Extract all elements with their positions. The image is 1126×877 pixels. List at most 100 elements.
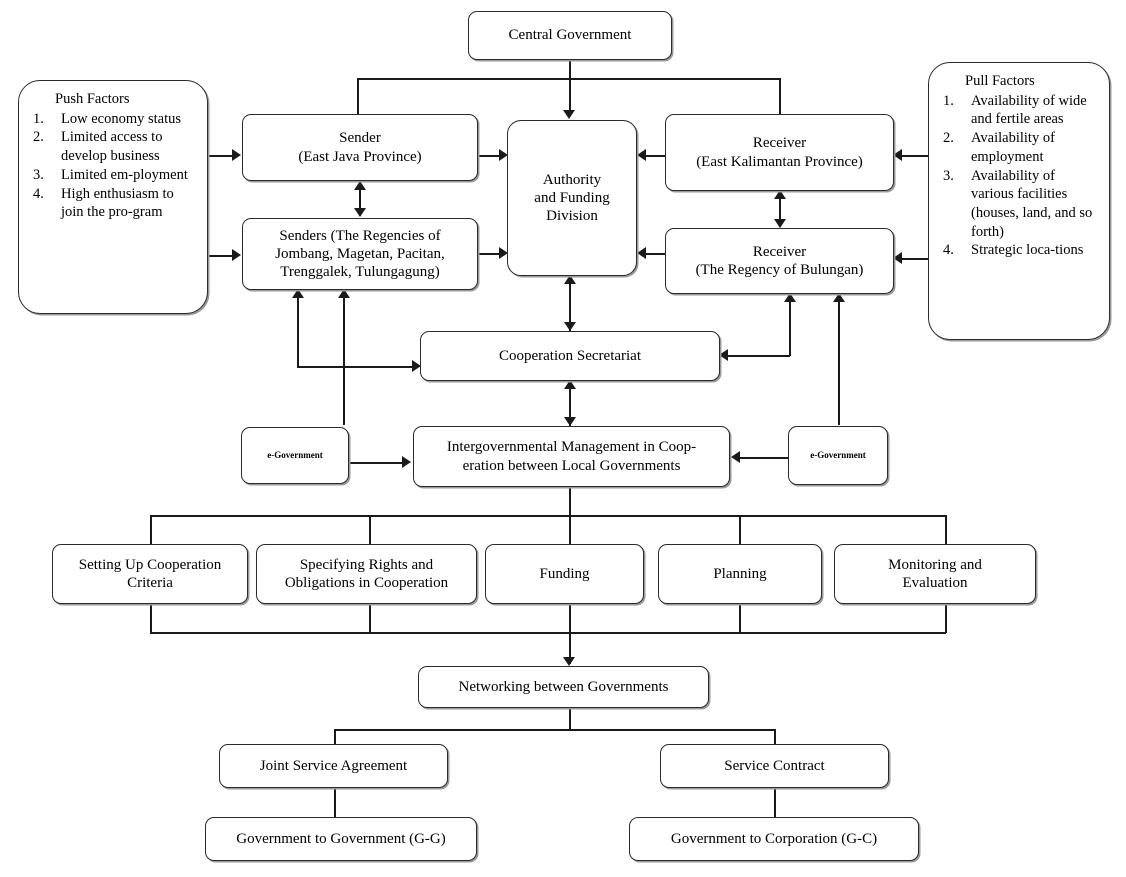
- node-senders-regencies-line3: Trenggalek, Tulungagung): [280, 264, 440, 281]
- pull-factor-number: 4.: [943, 242, 954, 259]
- node-function-funding: Funding: [485, 544, 644, 604]
- connector-to-sc: [774, 729, 776, 745]
- node-receiver-province-line2: (East Kalimantan Province): [696, 153, 863, 170]
- node-function-line1: Setting Up Cooperation: [78, 556, 222, 573]
- connector-to-networking: [569, 632, 571, 664]
- connector-igm-to-receiver-v: [838, 294, 840, 425]
- node-function-line1: Funding: [539, 565, 590, 582]
- connector-bus-to-sender: [357, 78, 359, 114]
- connector-func3-down: [569, 515, 571, 544]
- node-function-line1: Monitoring and: [888, 556, 982, 573]
- pull-factors-panel: Pull Factors 1.Availability of wide and …: [928, 62, 1110, 340]
- connector-egov-left-to-igm: [349, 462, 405, 464]
- node-central-government: Central Government: [468, 11, 672, 60]
- connector-authority-secretariat: [569, 276, 571, 332]
- connector-igm-to-senders-v: [343, 290, 345, 425]
- push-factor-number: 3.: [33, 166, 44, 183]
- node-function-line2: Evaluation: [902, 575, 968, 591]
- push-factor-item: 4. High enthusiasm to join the pro-gram: [27, 185, 199, 222]
- connector-secretariat-to-receiver-h: [726, 355, 790, 357]
- arrowhead-receiver-regency-to-authority: [637, 247, 646, 259]
- node-joint-service-agreement-label: Joint Service Agreement: [259, 757, 408, 774]
- connector-sc-to-g2c: [774, 788, 776, 817]
- connector-func2-up: [369, 603, 371, 633]
- connector-func3-up: [569, 603, 571, 633]
- node-g2g-label: Government to Government (G-G): [236, 830, 446, 847]
- push-factor-text: Low economy status: [61, 110, 182, 127]
- arrowhead-secretariat-to-senders: [292, 289, 304, 298]
- connector-pull-to-receiver-regency: [896, 258, 932, 260]
- pull-factor-item: 3.Availability of various facilities (ho…: [937, 167, 1101, 242]
- arrowhead-into-secretariat-right: [719, 349, 728, 361]
- connector-func2-down: [369, 515, 371, 544]
- arrowhead-pull-to-receiver-regency: [893, 252, 902, 264]
- arrowhead-igm-to-senders: [338, 289, 350, 298]
- push-factors-list: 1.Low economy status 2.Limited access to…: [27, 110, 199, 222]
- connector-central-down: [569, 60, 571, 79]
- node-function-line1: Specifying Rights and: [299, 556, 434, 573]
- node-authority-line2: and Funding: [534, 189, 610, 206]
- arrowhead-sender-up: [354, 181, 366, 190]
- node-joint-service-agreement: Joint Service Agreement: [219, 744, 448, 788]
- pull-factor-text: Availability of employment: [971, 130, 1055, 165]
- connector-secretariat-to-senders-v: [297, 290, 299, 368]
- push-factor-number: 4.: [33, 185, 44, 202]
- connector-secretariat-igm: [569, 381, 571, 427]
- pull-factor-number: 1.: [943, 92, 954, 109]
- connector-receiver-receiver-regency: [779, 191, 781, 227]
- node-egov-left: e-Government: [241, 427, 349, 484]
- arrowhead-into-secretariat-left: [412, 360, 421, 372]
- node-egov-right-label: e-Government: [810, 450, 866, 461]
- connector-igm-down: [569, 487, 571, 516]
- pull-factors-heading: Pull Factors: [965, 73, 1035, 89]
- node-service-contract: Service Contract: [660, 744, 889, 788]
- node-receiver-regency-line1: Receiver: [752, 243, 807, 260]
- push-factor-text: High enthusiasm to join the pro-gram: [61, 185, 174, 221]
- node-authority-line3: Division: [546, 208, 598, 225]
- connector-networking-bus: [334, 729, 775, 731]
- arrowhead-senders-to-authority: [499, 247, 508, 259]
- push-factor-number: 2.: [33, 129, 44, 146]
- node-function-specifying-rights: Specifying Rights and Obligations in Coo…: [256, 544, 477, 604]
- pull-factor-text: Availability of various facilities (hous…: [971, 167, 1093, 240]
- pull-factor-item: 4. Strategic loca-tions: [937, 241, 1101, 260]
- connector-functions-top-bus: [150, 515, 946, 517]
- node-government-to-government: Government to Government (G-G): [205, 817, 477, 861]
- arrowhead-push-to-senders: [232, 249, 241, 261]
- arrowhead-secretariat-to-receiver: [784, 293, 796, 302]
- push-factor-item: 2.Limited access to develop business: [27, 128, 199, 165]
- node-receiver-regency: Receiver (The Regency of Bulungan): [665, 228, 894, 294]
- connector-func5-down: [945, 515, 947, 544]
- arrowhead-egov-left-to-igm: [402, 456, 411, 468]
- push-factor-text: Limited em-ployment: [61, 166, 188, 183]
- node-receiver-province-line1: Receiver: [752, 135, 807, 152]
- arrowhead-receiver-up: [774, 190, 786, 199]
- connector-jsa-to-g2g: [334, 788, 336, 817]
- connector-func4-up: [739, 603, 741, 633]
- connector-senders-to-authority: [478, 253, 502, 255]
- push-factors-panel: Push Factors 1.Low economy status 2.Limi…: [18, 80, 208, 314]
- connector-sender-senders: [359, 182, 361, 216]
- arrowhead-authority-up: [564, 275, 576, 284]
- connector-func1-up: [150, 603, 152, 633]
- arrowhead-secretariat-down: [564, 322, 576, 331]
- node-receiver-regency-line2: (The Regency of Bulungan): [695, 262, 864, 278]
- node-central-government-label: Central Government: [508, 27, 632, 44]
- node-function-planning: Planning: [658, 544, 822, 604]
- node-networking-label: Networking between Governments: [458, 678, 669, 695]
- pull-factor-item: 1.Availability of wide and fertile areas: [937, 92, 1101, 129]
- pull-factor-text: Strategic loca-tions: [971, 242, 1084, 259]
- connector-receiver-regency-to-authority: [643, 253, 667, 255]
- node-sender-province-line1: Sender: [339, 130, 381, 147]
- node-senders-regencies: Senders (The Regencies of Jombang, Maget…: [242, 218, 478, 290]
- node-senders-regencies-line2: Jombang, Magetan, Pacitan,: [275, 245, 445, 262]
- node-g2c-label: Government to Corporation (G-C): [670, 830, 878, 847]
- connector-push-to-sender: [196, 155, 234, 157]
- pull-factor-item: 2.Availability of employment: [937, 129, 1101, 166]
- arrowhead-push-to-sender: [232, 149, 241, 161]
- arrowhead-secretariat-igm-down: [564, 417, 576, 426]
- node-egov-left-label: e-Government: [267, 450, 323, 461]
- node-function-line2: Criteria: [127, 575, 173, 591]
- node-networking-between-governments: Networking between Governments: [418, 666, 709, 708]
- node-sender-province: Sender (East Java Province): [242, 114, 478, 181]
